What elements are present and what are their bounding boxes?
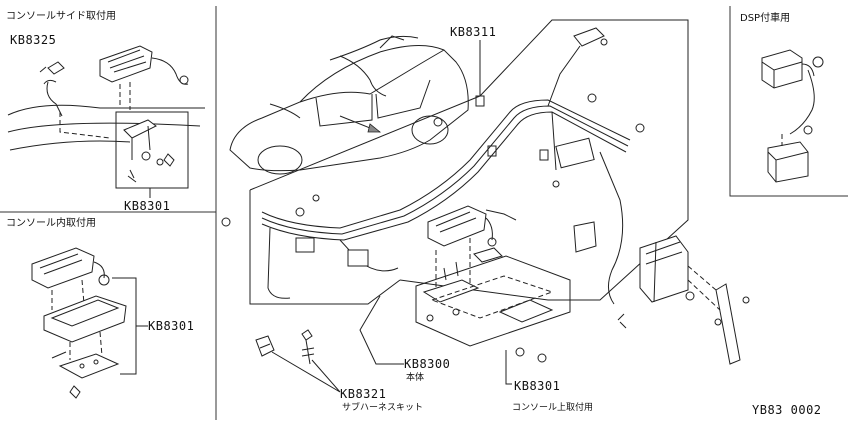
car-illustration [229, 35, 469, 175]
harness-frame [249, 19, 689, 305]
panel-title-dsp: DSP付車用 [740, 13, 791, 24]
figure-id: YB83 0002 [752, 403, 822, 417]
part-caption-kb8321: サブハーネスキット [342, 403, 424, 413]
panel-title-console-inner: コンソール内取付用 [6, 218, 96, 229]
console-inner-illustration [31, 247, 148, 399]
callout-leaders [359, 40, 512, 385]
part-code-kb8301-inner: KB8301 [148, 319, 195, 333]
panel-frames [0, 6, 848, 420]
harness-bundle [221, 27, 645, 305]
part-code-kb8301-top: KB8301 [514, 379, 561, 393]
part-code-kb8300: KB8300 [404, 357, 451, 371]
part-code-kb8321: KB8321 [340, 387, 387, 401]
part-code-kb8311: KB8311 [450, 25, 497, 39]
console-side-illustration [7, 45, 205, 198]
module-bracket-illustration [617, 235, 750, 365]
dsp-illustration [761, 49, 824, 183]
part-caption-kb8300: 本体 [406, 373, 425, 383]
console-top-illustration [415, 205, 571, 363]
part-code-kb8301-side: KB8301 [124, 199, 171, 213]
sub-harness-illustration [255, 329, 341, 393]
part-caption-kb8301-top: コンソール上取付用 [512, 403, 594, 413]
panel-title-console-side: コンソールサイド取付用 [6, 11, 116, 22]
part-code-kb8325: KB8325 [10, 33, 57, 47]
